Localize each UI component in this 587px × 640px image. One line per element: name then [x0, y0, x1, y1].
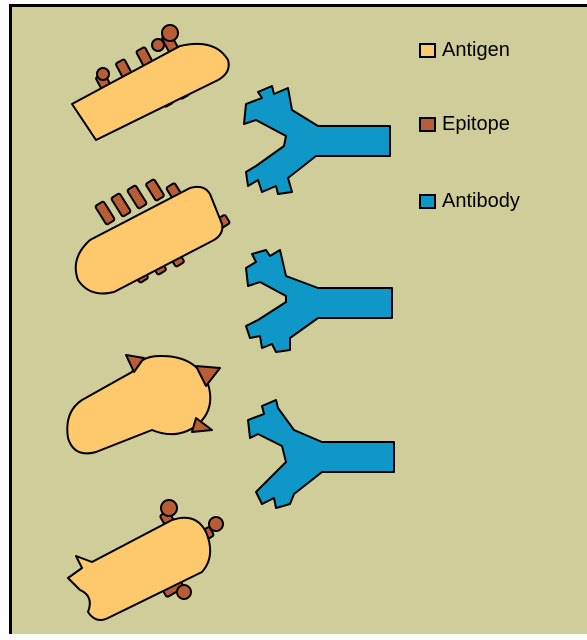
legend-item-epitope: Epitope	[419, 112, 510, 136]
antigen-3-group	[67, 355, 220, 453]
antibody-swatch	[419, 194, 436, 209]
antibody-1	[244, 86, 390, 194]
legend-label-epitope: Epitope	[442, 113, 510, 136]
antigen-4	[68, 518, 210, 620]
antigen-2-group	[76, 179, 230, 294]
legend-label-antibody: Antibody	[442, 190, 520, 213]
antigen-2	[76, 187, 223, 294]
legend-item-antigen: Antigen	[419, 38, 510, 62]
antigen-1-group	[72, 25, 229, 140]
antigen-4-group	[68, 500, 223, 620]
legend-label-antigen: Antigen	[442, 39, 510, 62]
epitope-swatch	[419, 117, 436, 132]
antibody-3	[248, 400, 394, 508]
antigen-3	[67, 356, 210, 453]
legend-item-antibody: Antibody	[419, 189, 520, 213]
antibody-2	[246, 250, 392, 352]
antigen-swatch	[419, 43, 436, 58]
